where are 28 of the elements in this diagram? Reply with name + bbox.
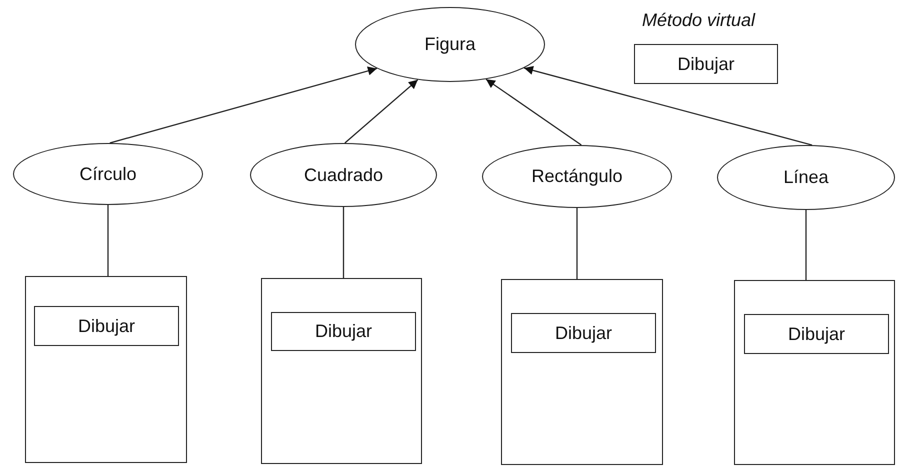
method-box: [744, 314, 889, 354]
method-box: [34, 306, 179, 346]
method-box: [634, 44, 778, 84]
class-panel: [261, 278, 422, 464]
class-panel: [734, 280, 895, 465]
node-label: Dibujar: [554, 322, 612, 344]
legend-heading: Método virtual: [642, 10, 756, 31]
node-label: Dibujar: [314, 321, 372, 342]
node-label: Dibujar: [78, 316, 136, 336]
method-box: [511, 313, 656, 353]
inheritance-arrow: [486, 78, 582, 146]
connector-line: [107, 205, 109, 276]
node-label: Dibujar: [677, 54, 735, 74]
connector-line: [805, 210, 807, 280]
inheritance-arrow: [110, 66, 378, 144]
inheritance-arrow: [524, 66, 812, 146]
node-label: Dibujar: [788, 324, 846, 344]
node-label: Cuadrado: [304, 164, 384, 186]
node-label: Círculo: [79, 164, 136, 184]
node-label: Figura: [424, 34, 476, 55]
inheritance-arrow: [344, 79, 418, 144]
class-panel: [501, 279, 663, 465]
class-panel: [25, 276, 187, 463]
connector-line: [342, 207, 344, 278]
connector-line: [576, 208, 578, 279]
node-label: Rectángulo: [531, 166, 623, 187]
method-box: [271, 312, 416, 351]
node-label: Línea: [783, 167, 829, 188]
